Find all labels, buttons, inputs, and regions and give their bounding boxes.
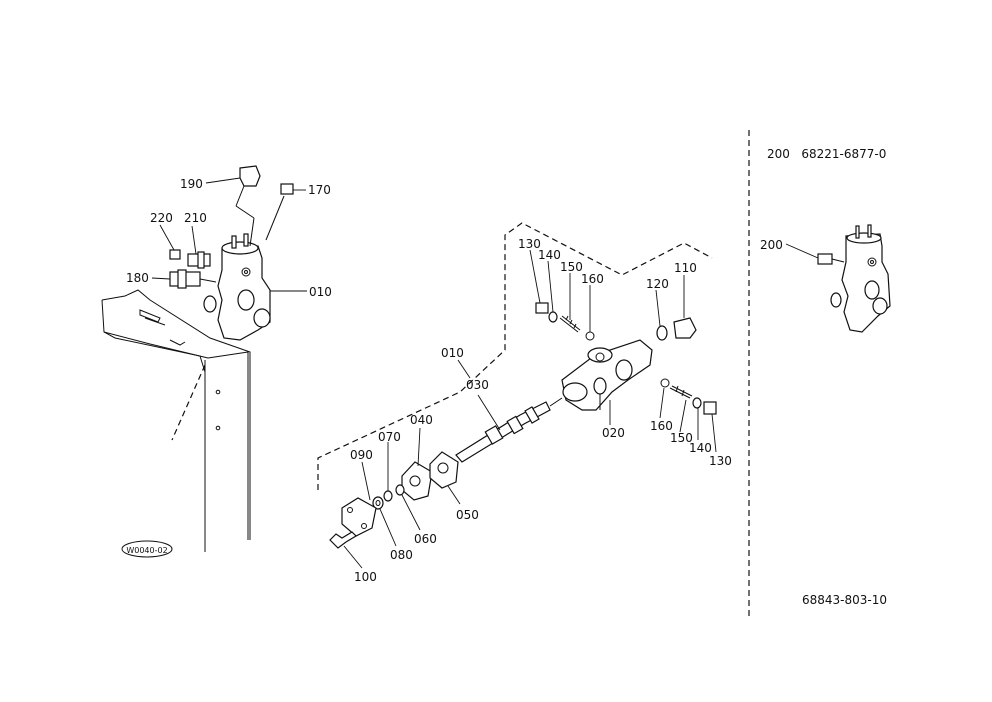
callout-190: 190 [180, 177, 203, 191]
valve-body-mounted [203, 233, 271, 341]
leader-lines-center [343, 249, 717, 569]
valve-body-kit [830, 224, 891, 333]
kit-part-label: 200 68221-6877-0 [767, 147, 886, 161]
callout-040: 040 [410, 413, 433, 427]
callout-140-bottom: 140 [689, 441, 712, 455]
spool-030 [455, 397, 563, 463]
callout-010-center: 010 [441, 346, 464, 360]
callout-160-top: 160 [581, 272, 604, 286]
callout-090: 090 [350, 448, 373, 462]
nipple-200 [817, 253, 845, 265]
fittings-upper [535, 302, 697, 341]
bolt-100 [329, 531, 357, 549]
callout-070: 070 [378, 430, 401, 444]
callout-labels: 190 170 220 210 180 010 130 140 150 160 … [126, 177, 783, 584]
callout-150-bottom: 150 [670, 431, 693, 445]
plate-090 [341, 497, 377, 537]
washer-080 [372, 496, 384, 510]
drawing-number: 68843-803-10 [802, 593, 887, 607]
callout-050: 050 [456, 508, 479, 522]
stamp-text: W0040-02 [126, 546, 167, 555]
callout-100: 100 [354, 570, 377, 584]
leader-200 [785, 243, 819, 259]
callout-170: 170 [308, 183, 331, 197]
callout-180: 180 [126, 271, 149, 285]
cover-040 [401, 461, 433, 501]
callout-130-top: 130 [518, 237, 541, 251]
callout-160-bottom: 160 [650, 419, 673, 433]
callout-030: 030 [466, 378, 489, 392]
callout-120: 120 [646, 277, 669, 291]
plug-170 [265, 183, 294, 241]
stamp: W0040-02 [121, 540, 173, 558]
callout-020: 020 [602, 426, 625, 440]
callout-110: 110 [674, 261, 697, 275]
adapter-210 [187, 251, 211, 269]
callout-220: 220 [150, 211, 173, 225]
callout-060: 060 [414, 532, 437, 546]
fittings-lower [660, 378, 717, 415]
nipple-220 [169, 249, 181, 260]
ring-060 [395, 484, 405, 496]
connector-180 [169, 269, 217, 289]
callout-200: 200 [760, 238, 783, 252]
cover-050 [429, 451, 459, 489]
valve-body-020 [561, 339, 653, 411]
callout-150-top: 150 [560, 260, 583, 274]
machine-frame [101, 289, 251, 552]
exploded-boundary [317, 222, 713, 490]
leader-lines-left [151, 177, 307, 292]
callout-210: 210 [184, 211, 207, 225]
callout-130-bottom: 130 [709, 454, 732, 468]
callout-080: 080 [390, 548, 413, 562]
ring-070 [383, 490, 393, 502]
callout-140-top: 140 [538, 248, 561, 262]
callout-010-left: 010 [309, 285, 332, 299]
